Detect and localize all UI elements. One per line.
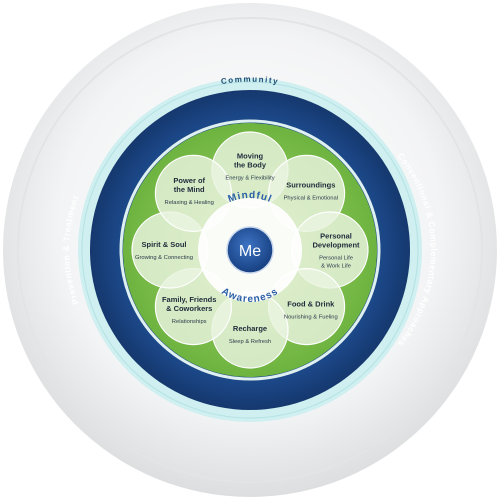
- petal-subtitle: Relationships: [172, 319, 207, 325]
- petal-title: Food & Drink: [287, 299, 335, 308]
- me-circle: [226, 226, 274, 274]
- petal-title: Power of: [173, 176, 205, 185]
- petal-subtitle: Nourishing & Fueling: [284, 314, 338, 320]
- petal-title: Recharge: [233, 324, 267, 333]
- disc-rim: [17, 17, 483, 483]
- petal-title: Personal: [320, 232, 352, 241]
- petal-title: the Body: [234, 161, 267, 170]
- petal-subtitle: Growing & Connecting: [135, 255, 193, 261]
- green-ring-outline: [119, 119, 381, 381]
- petal-title: Surroundings: [286, 181, 335, 190]
- petal-subtitle: Sleep & Refresh: [229, 339, 271, 345]
- community-ring-inner-edge: [81, 81, 419, 419]
- petal-title: & Coworkers: [166, 304, 212, 313]
- petal-title: Family, Friends: [162, 295, 216, 304]
- petal-subtitle: Physical & Emotional: [284, 196, 338, 202]
- petal-title: Development: [312, 241, 360, 250]
- petal-subtitle: Energy & Flexibility: [225, 176, 274, 182]
- petal-subtitle: Relaxing & Healing: [165, 200, 214, 206]
- petal-subtitle: & Work Life: [321, 264, 351, 270]
- petal-title: the Mind: [174, 185, 205, 194]
- petal-title: Moving: [237, 152, 264, 161]
- petal-subtitle: Personal Life: [319, 256, 353, 262]
- community-label: Community: [220, 75, 279, 87]
- me-label: Me: [239, 243, 261, 260]
- petal-title: Spirit & Soul: [142, 240, 187, 249]
- petal-circle: [154, 154, 232, 232]
